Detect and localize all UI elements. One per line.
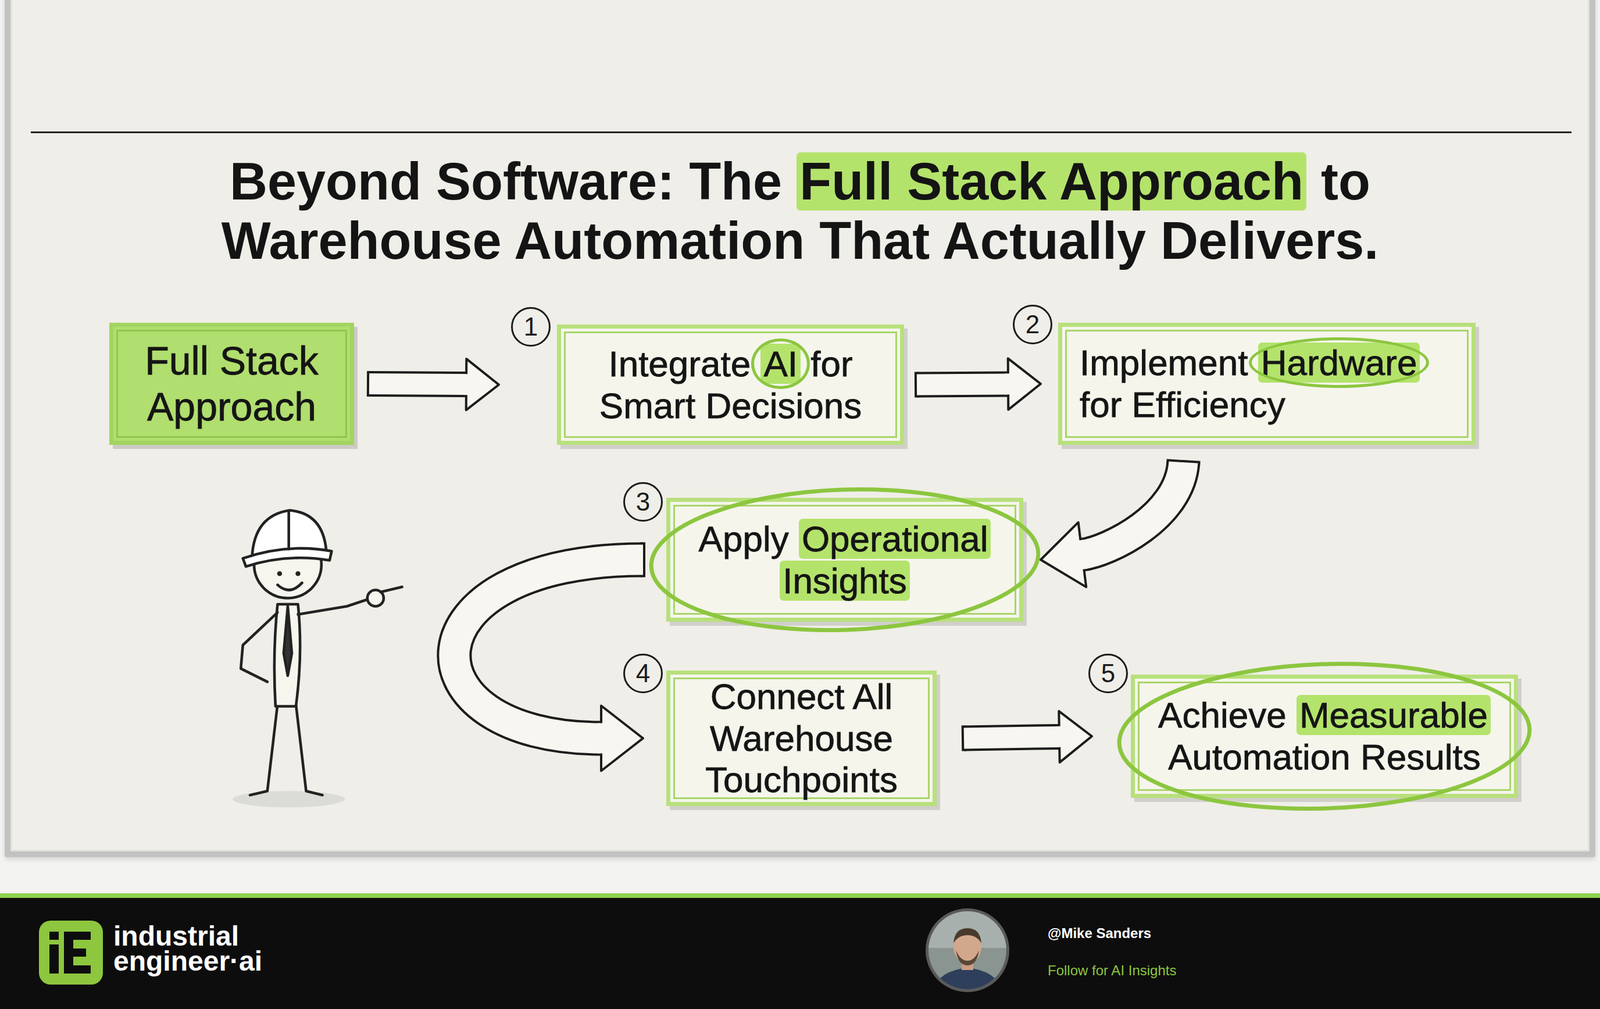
brand-icon — [0, 0, 152, 1009]
arrow-body — [454, 559, 644, 739]
node-label: Apply Operational Insights — [676, 518, 1014, 602]
arrow-body — [963, 736, 1060, 739]
profile-photo — [924, 906, 1011, 994]
block-arrow — [454, 542, 644, 771]
follow-note: Follow for AI Insights — [1047, 962, 1177, 980]
highlight-ellipse — [648, 482, 1041, 637]
hair — [953, 927, 982, 944]
brand-icon-glyph — [63, 965, 91, 974]
smile — [277, 582, 302, 590]
hard-hat-brim — [243, 548, 332, 567]
block-arrow — [963, 711, 1092, 763]
arrow-head — [601, 705, 644, 771]
arrow-head — [466, 358, 499, 410]
hard-hat-ridge — [287, 512, 291, 549]
arm — [240, 612, 278, 682]
start-box: Full Stack Approach — [109, 322, 355, 445]
footer-accent — [0, 893, 1600, 898]
node-label: Integrate AI for Smart Decisions — [568, 343, 894, 427]
arrow-outline — [454, 559, 644, 739]
highlight-ellipse — [1116, 661, 1532, 811]
arrow-tail — [366, 370, 372, 397]
arrow-joint — [1004, 373, 1010, 395]
portrait — [924, 906, 1011, 994]
highlight-mark: Operational Insights — [779, 518, 991, 601]
photo-bg — [924, 906, 1011, 994]
highlight-ellipse — [751, 338, 810, 389]
arrow-outline — [1082, 462, 1184, 555]
arrow-body — [916, 383, 1009, 385]
callout-number: 5 — [1088, 653, 1128, 694]
header-rule — [30, 131, 1572, 134]
callout-number: 1 — [511, 306, 551, 347]
process-box: Apply Operational Insights — [666, 497, 1024, 622]
brand-icon-tile — [38, 920, 103, 985]
author-handle: @Mike Sanders — [1047, 925, 1152, 942]
arrow-outline — [963, 736, 1060, 739]
arrow-tail — [640, 542, 646, 578]
arrow-head — [1008, 358, 1041, 410]
diagram-title: Beyond Software: The Full Stack Approach… — [189, 152, 1411, 271]
block-arrow — [1040, 461, 1200, 587]
arrow-joint — [462, 373, 469, 395]
highlight-mark: AI — [760, 343, 801, 384]
process-box: Connect All Warehouse Touchpoints — [666, 670, 937, 806]
node-label: Connect All Warehouse Touchpoints — [673, 675, 930, 802]
arrow-outline — [916, 383, 1009, 385]
arrow-head — [1040, 522, 1087, 587]
shirt — [932, 967, 1003, 994]
process-box: Integrate AI for Smart Decisions — [556, 324, 905, 445]
arrow-body — [1082, 462, 1184, 555]
brand-icon-glyph — [63, 931, 91, 940]
arrow-tail — [1166, 461, 1200, 464]
arrow-joint — [597, 723, 603, 754]
highlight-ellipse — [1116, 656, 1532, 816]
brand-name: industrial engineer·ai — [113, 923, 288, 974]
eye — [277, 570, 282, 576]
highlight-mark: Full Stack Approach — [796, 152, 1307, 211]
torso — [274, 604, 300, 707]
brand-icon-glyph — [63, 948, 87, 957]
arm — [297, 597, 371, 614]
highlight-ellipse — [1248, 337, 1430, 388]
node-label: Achieve Measurable Automation Results — [1138, 694, 1511, 778]
arrow-joint — [1080, 554, 1086, 555]
brand-icon-glyph — [49, 944, 59, 974]
callout-number: 4 — [623, 653, 663, 694]
node-label: Full Stack Approach — [121, 337, 343, 430]
arrow-body — [369, 383, 467, 385]
ground-shadow — [232, 790, 345, 807]
finger — [380, 586, 403, 592]
highlight-mark: Hardware — [1258, 342, 1421, 383]
block-arrow — [369, 358, 499, 410]
arrow-outline — [369, 383, 467, 385]
arrow-tail — [914, 372, 920, 398]
callout-number: 2 — [1012, 304, 1053, 345]
block-arrow — [916, 358, 1041, 410]
leg — [295, 704, 323, 795]
node-label: Implement Hardware for Efficiency — [1079, 341, 1452, 426]
process-box: Achieve Measurable Automation Results — [1130, 674, 1519, 798]
arrow-joint — [1055, 726, 1062, 748]
callout-number: 3 — [623, 481, 663, 522]
leg — [250, 704, 278, 795]
eye — [295, 570, 300, 576]
process-box: Implement Hardware for Efficiency — [1058, 322, 1476, 445]
arrow-head — [1058, 711, 1092, 763]
arrow-tail — [961, 725, 967, 752]
highlight-ellipse — [648, 487, 1041, 632]
tie — [283, 606, 292, 676]
brand-icon-glyph — [49, 931, 59, 940]
beard — [955, 950, 980, 966]
highlight-mark: Measurable — [1296, 694, 1491, 735]
engineer-figure — [232, 510, 402, 808]
